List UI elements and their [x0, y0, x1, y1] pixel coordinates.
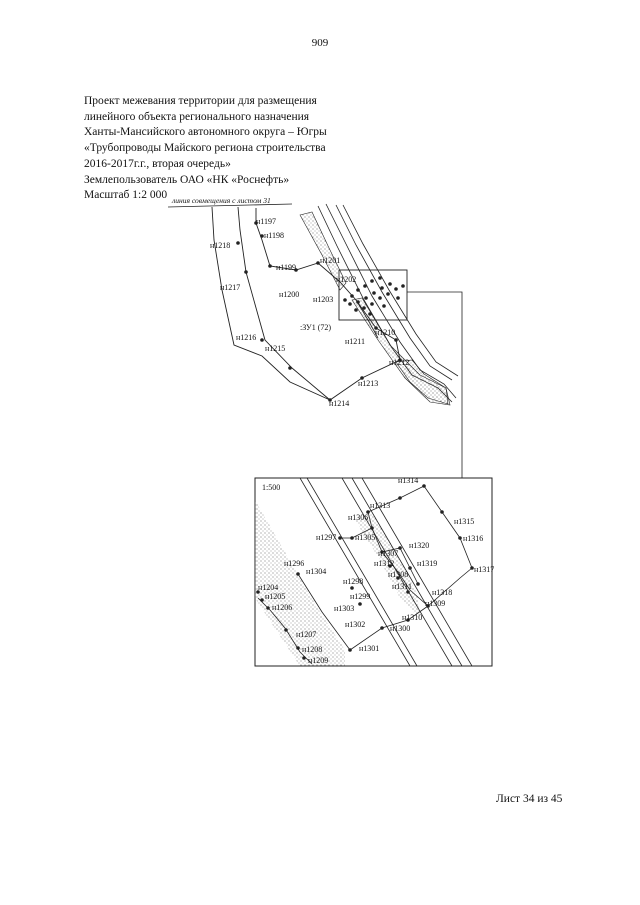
point-label: н1204 — [258, 583, 278, 592]
road-edge — [341, 478, 453, 666]
point-label: н1309 — [425, 599, 445, 608]
point-label: н1306 — [348, 513, 368, 522]
dotted-area — [299, 211, 347, 291]
header-scale: Масштаб 1:2 000 — [84, 189, 168, 202]
header-line: 2016-2017г.г., вторая очередь» — [84, 157, 231, 170]
point-label: н1316 — [463, 534, 483, 543]
parcel-boundary — [297, 573, 351, 651]
point-label: н1299 — [350, 592, 370, 601]
header-line: Ханты-Мансийского автономного округа – Ю… — [84, 126, 327, 139]
point-label: н1209 — [308, 656, 328, 665]
parcel-boundary — [257, 597, 313, 665]
header-line: «Трубопроводы Майского региона строитель… — [84, 142, 326, 155]
point-label: н1205 — [265, 592, 285, 601]
point-label: н1198 — [264, 231, 284, 240]
document-header: Проект межевания территории для размещен… — [84, 94, 384, 204]
parcel-boundary — [371, 527, 429, 607]
point-label: н1297 — [316, 533, 336, 542]
zoom-frame — [338, 269, 408, 321]
point-label: н1307 — [378, 549, 398, 558]
point-label: н1203 — [313, 295, 333, 304]
road-edge — [351, 478, 463, 666]
point-label: н1201 — [320, 256, 340, 265]
point-label: н1199 — [276, 263, 296, 272]
road-edge — [306, 478, 418, 666]
join-line — [167, 203, 293, 208]
point-label: н1211 — [345, 337, 365, 346]
point-label: н1311 — [392, 582, 412, 591]
road-edge — [335, 204, 453, 381]
parcel-boundary — [381, 547, 419, 585]
point-label: н1315 — [454, 517, 474, 526]
point-label: н1218 — [210, 241, 230, 250]
point-markers — [236, 221, 402, 402]
point-label: н1301 — [359, 644, 379, 653]
point-label: н1308 — [388, 570, 408, 579]
point-label: н1210 — [375, 328, 395, 337]
main-map: линия совмещения с листом 31 — [167, 196, 463, 478]
road-edge — [325, 203, 457, 399]
road-edge — [299, 478, 411, 666]
road-edge — [342, 204, 459, 377]
point-label: н1296 — [284, 559, 304, 568]
point-label: н1317 — [474, 565, 494, 574]
sheet-number: Лист 34 из 45 — [496, 793, 563, 805]
inset-scale-label: 1:500 — [262, 483, 280, 492]
point-label: н1320 — [409, 541, 429, 550]
point-label: н1200 — [279, 290, 299, 299]
point-label: н1314 — [398, 476, 418, 485]
point-label: н1312 — [374, 559, 394, 568]
join-line-note: линия совмещения с листом 31 — [171, 196, 271, 205]
point-label: н1216 — [236, 333, 256, 342]
dotted-area — [355, 512, 420, 620]
parcel-label: :ЗУ1 (72) — [300, 323, 331, 332]
point-label: н1300 — [390, 624, 410, 633]
point-label: н1202 — [336, 275, 356, 284]
point-label: н1215 — [265, 344, 285, 353]
point-label: н1313 — [370, 501, 390, 510]
point-label: н1212 — [389, 358, 409, 367]
dotted-area — [395, 359, 449, 405]
road-edge — [317, 205, 453, 403]
point-label: н1217 — [220, 283, 240, 292]
point-label: н1304 — [306, 567, 326, 576]
point-label: н1302 — [345, 620, 365, 629]
point-label: н1303 — [334, 604, 354, 613]
zoom-leader — [407, 291, 463, 478]
point-label: н1310 — [402, 613, 422, 622]
point-label: н1214 — [329, 399, 349, 408]
point-label: н1319 — [417, 559, 437, 568]
parcel-boundary — [211, 206, 331, 401]
point-label: н1298 — [343, 577, 363, 586]
road-edge — [361, 478, 473, 666]
point-label: н1305 — [355, 533, 375, 542]
inset-map: 1:500 н1314 н1313 н1306 н1315 н1297 н130… — [254, 476, 494, 667]
header-line: Проект межевания территории для размещен… — [84, 95, 317, 107]
point-label: н1318 — [432, 588, 452, 597]
point-label: н1207 — [296, 630, 316, 639]
point-markers — [256, 484, 474, 660]
parcel-boundary — [349, 567, 473, 651]
point-label: н1206 — [272, 603, 292, 612]
dotted-area — [255, 500, 345, 666]
point-label: н1197 — [256, 217, 276, 226]
page-number: 909 — [311, 37, 329, 49]
point-label: н1213 — [358, 379, 378, 388]
header-line: линейного объекта регионального назначен… — [84, 110, 310, 123]
header-line: Землепользователь ОАО «НК «Роснефть» — [84, 173, 290, 186]
point-cluster — [343, 276, 405, 316]
point-label: н1208 — [302, 645, 322, 654]
